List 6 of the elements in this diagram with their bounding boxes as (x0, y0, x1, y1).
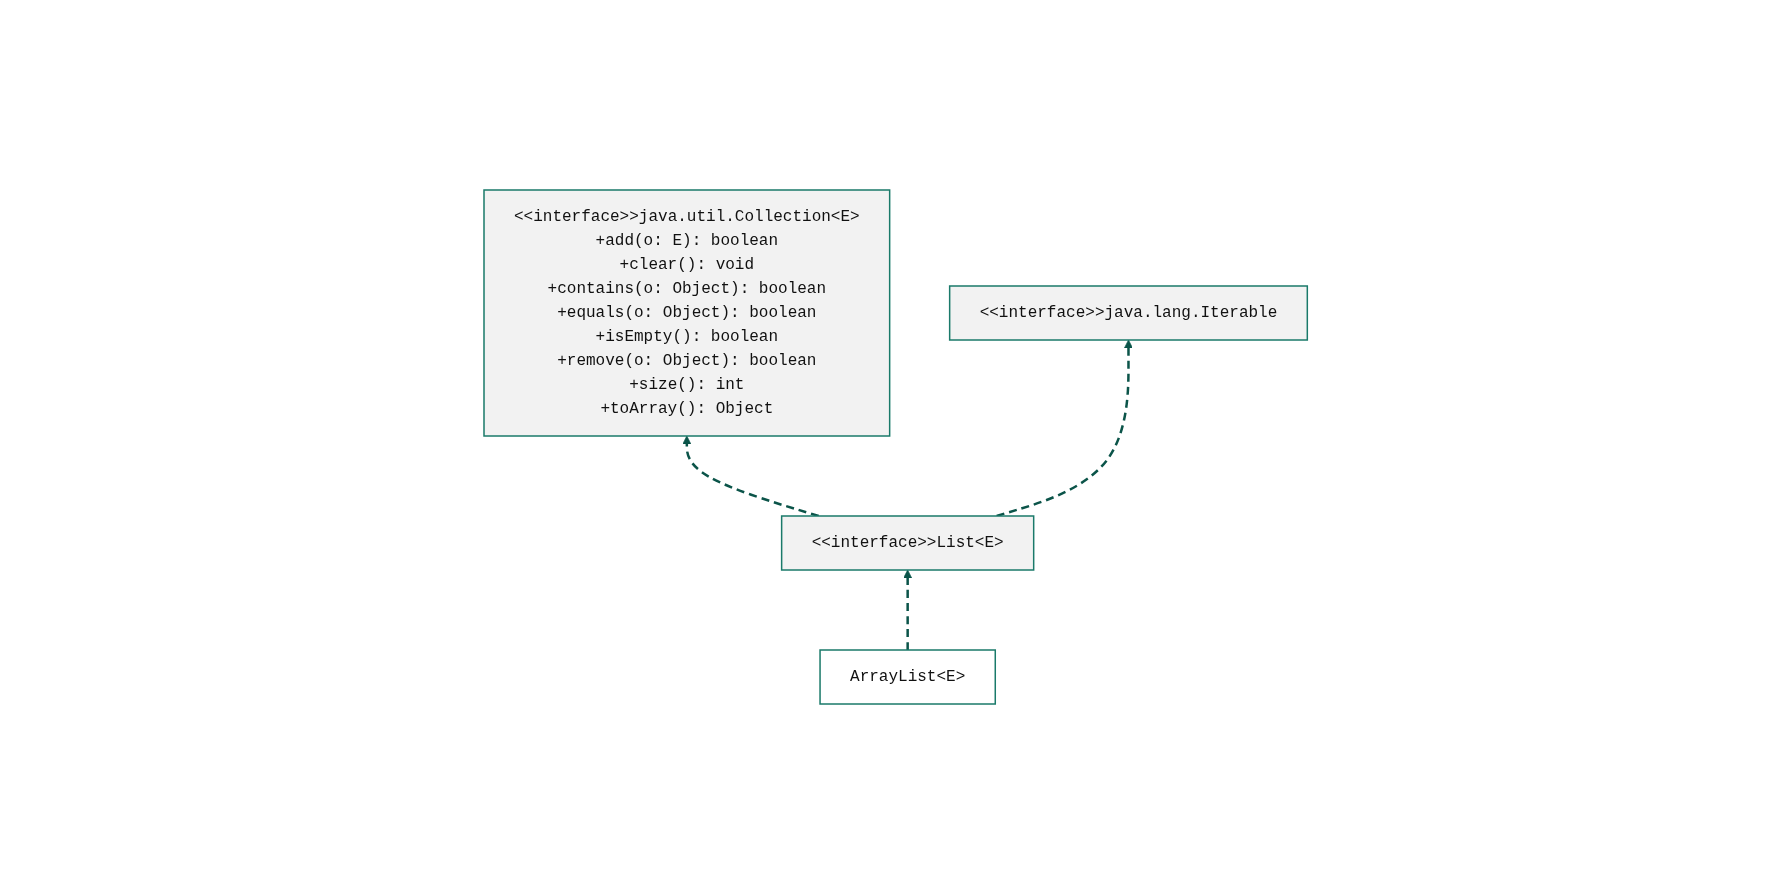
arrow (903, 569, 913, 650)
node-box: <<interface>>List<E> (781, 514, 1035, 571)
node-box: <<interface>>java.util.Collection<E> +add(o: E): boolean +clear(): void +contains(o: Object): boolean +equals(o: Object): boolean +isEmpty(): boolean +remove(o: Object): boolean +size(): int +toArray(): Object (483, 188, 891, 437)
node-box: <<interface>>java.lang.Iterable (949, 284, 1309, 341)
arrow (996, 339, 1134, 517)
node-box: ArrayList<E> (819, 648, 997, 705)
